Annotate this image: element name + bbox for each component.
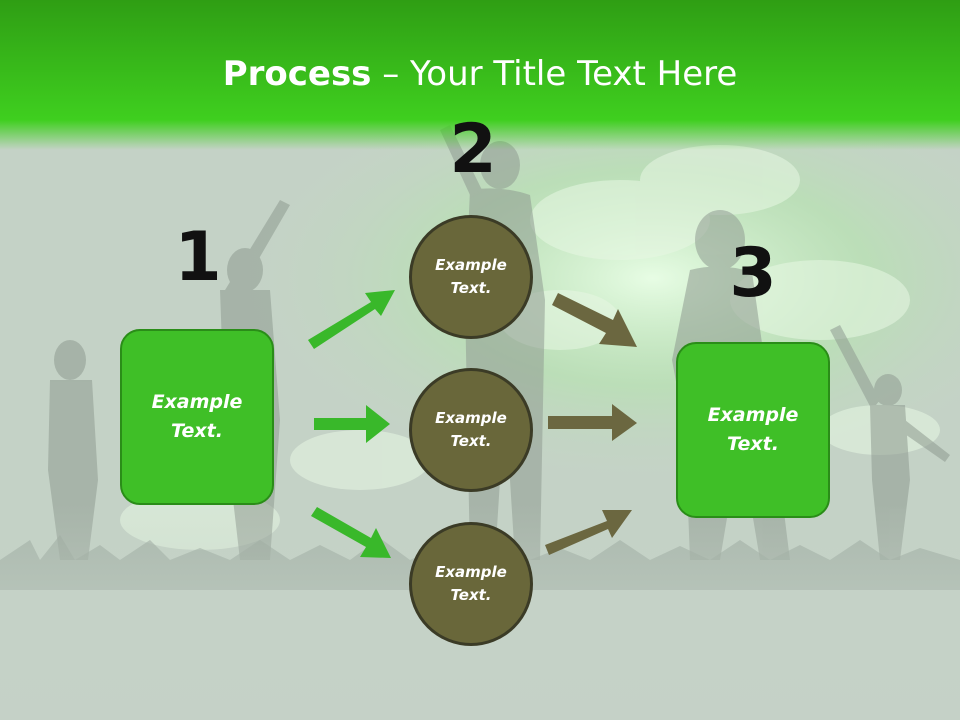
start-box[interactable]: Example Text. [120,329,274,505]
step-number-1: 1 [174,218,222,297]
step-number-2: 2 [449,110,497,189]
circle-middle[interactable]: Example Text. [409,368,533,492]
end-box[interactable]: Example Text. [676,342,830,518]
title-bold: Process [222,54,372,94]
circle-bottom[interactable]: Example Text. [409,522,533,646]
step-number-3: 3 [729,234,777,313]
title-rest: – Your Title Text Here [371,54,738,94]
circle-top[interactable]: Example Text. [409,215,533,339]
title-bar [0,0,960,150]
slide-title: Process – Your Title Text Here [0,52,960,96]
